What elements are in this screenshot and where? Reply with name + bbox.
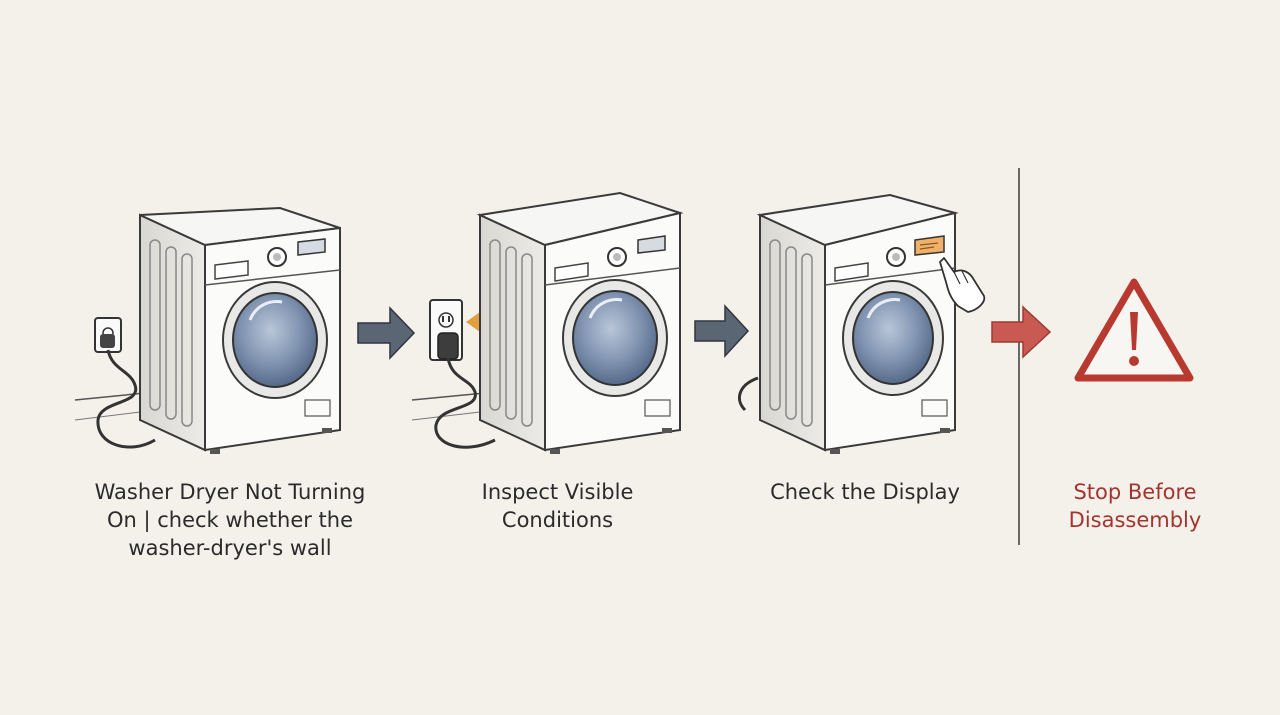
step-2-caption: Inspect Visible Conditions [420,478,695,534]
flow-arrow-stop [991,305,1052,359]
step-1-caption-line-1: Washer Dryer Not Turning [94,480,366,504]
step-2-caption-line-2: Conditions [501,508,614,532]
flow-arrow-2 [694,304,750,358]
step-3-caption-line-1: Check the Display [770,480,960,504]
washer-dryer-plug-in-icon [411,191,684,454]
step-4-caption-line-2: Disassembly [1068,508,1202,532]
flow-arrow-1 [357,306,416,360]
step-4-caption: Stop Before Disassembly [1040,478,1230,534]
step-2-caption-line-1: Inspect Visible [481,480,634,504]
step-3-caption: Check the Display [745,478,985,506]
step-1-caption-line-3: washer-dryer's wall [128,536,332,560]
step-1-caption: Washer Dryer Not Turning On | check whet… [60,478,400,562]
step-4-caption-line-1: Stop Before [1073,480,1197,504]
washer-dryer-display-icon [737,193,986,454]
washer-dryer-unplugged-icon [74,206,341,454]
warning-triangle-icon [1074,278,1194,382]
step-1-caption-line-2: On | check whether the [106,508,354,532]
